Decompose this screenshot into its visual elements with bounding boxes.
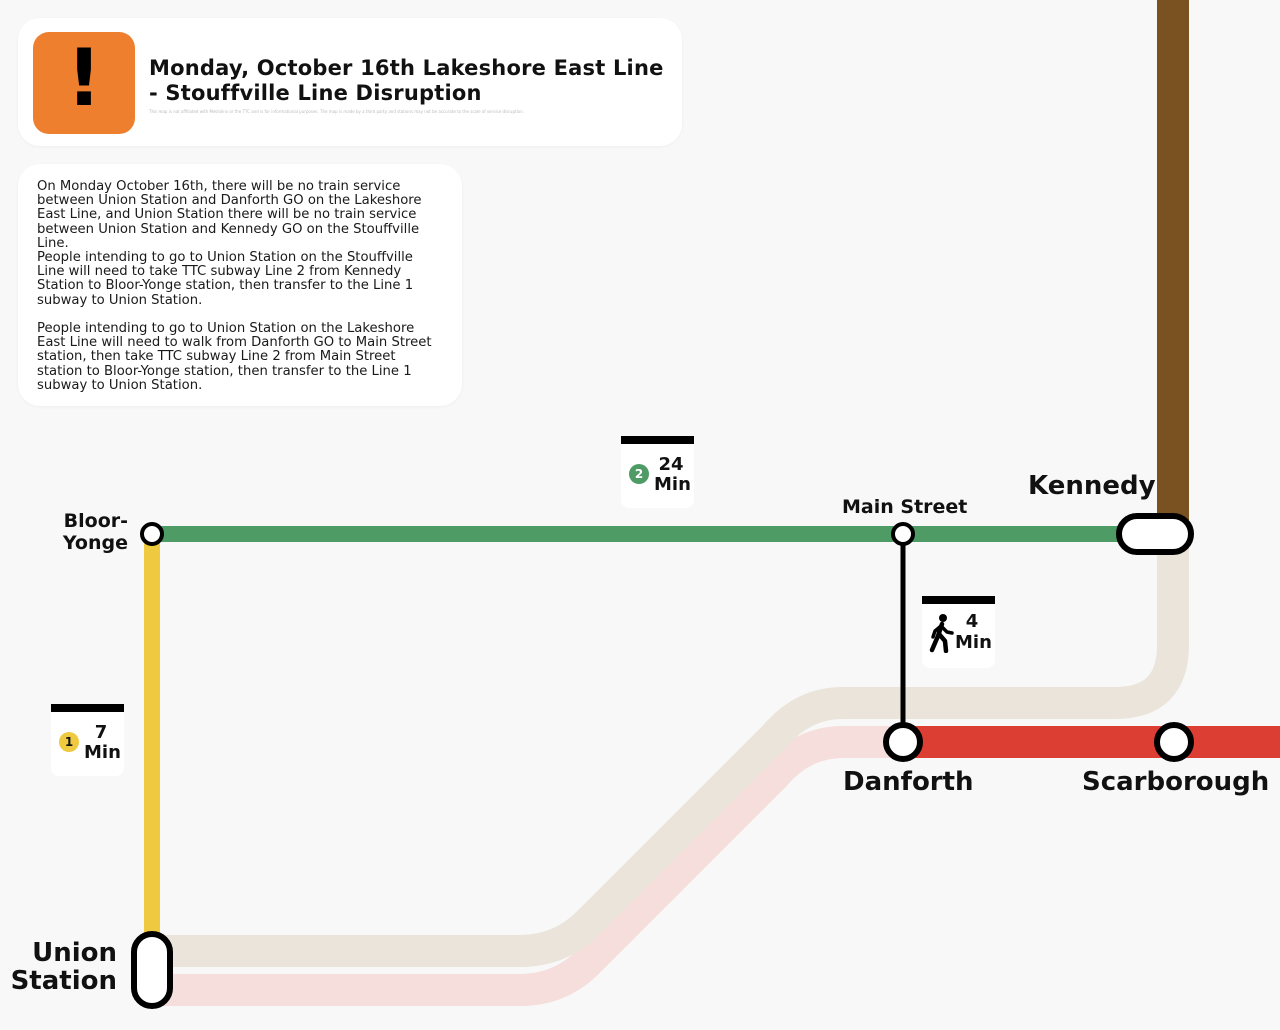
station-label-line: Union	[32, 938, 117, 968]
travel-time-minutes: 24	[658, 454, 684, 475]
station-label-union: Union Station	[10, 939, 117, 995]
travel-time-walk-card: 4 Min	[922, 596, 995, 668]
station-label-line: Yonge	[62, 532, 128, 554]
disruption-notice-card: On Monday October 16th, there will be no…	[18, 164, 462, 406]
station-label-bloor-yonge: Bloor- Yonge	[40, 510, 128, 554]
station-marker-main-street[interactable]	[891, 522, 915, 546]
notice-paragraph: On Monday October 16th, there will be no…	[37, 179, 422, 251]
travel-time-header-bar	[621, 436, 694, 444]
station-label-main-street: Main Street	[842, 496, 968, 518]
station-marker-kennedy[interactable]	[1116, 513, 1194, 555]
travel-time-unit: Min	[654, 474, 691, 495]
travel-time-header-bar	[922, 596, 995, 604]
travel-time-line2-card: 2 24 Min	[621, 436, 694, 508]
travel-time-unit: Min	[84, 742, 121, 763]
station-label-line: Bloor-	[63, 510, 128, 532]
disruption-header-card: ! Monday, October 16th Lakeshore East Li…	[18, 18, 682, 146]
lakeshore-east-suspended-segment	[155, 726, 905, 1006]
disruption-title: Monday, October 16th Lakeshore East Line…	[149, 56, 664, 105]
station-label-line: Station	[10, 966, 117, 996]
station-label-kennedy: Kennedy	[1028, 471, 1156, 501]
stouffville-suspended-segment	[155, 534, 1189, 967]
notice-paragraph: People intending to go to Union Station …	[37, 250, 414, 308]
station-label-danforth: Danforth	[843, 767, 974, 797]
travel-time-minutes: 4	[965, 611, 979, 632]
station-label-scarborough: Scarborough	[1082, 767, 1270, 797]
walking-person-icon	[929, 614, 954, 653]
line-2-badge: 2	[629, 464, 649, 484]
disclaimer-fine-print: This map is not affiliated with Metrolin…	[149, 109, 524, 114]
station-marker-bloor-yonge[interactable]	[140, 522, 164, 546]
travel-time-unit: Min	[955, 632, 992, 653]
station-marker-union[interactable]	[131, 931, 173, 1009]
travel-time-line1-card: 1 7 Min	[51, 704, 124, 776]
exclamation-icon: !	[33, 32, 135, 134]
travel-time-minutes: 7	[94, 722, 108, 743]
travel-time-header-bar	[51, 704, 124, 712]
station-marker-danforth[interactable]	[883, 722, 923, 762]
station-marker-scarborough[interactable]	[1154, 722, 1194, 762]
alert-glyph: !	[66, 34, 102, 124]
line-1-badge: 1	[59, 732, 79, 752]
notice-paragraph: People intending to go to Union Station …	[37, 321, 432, 393]
